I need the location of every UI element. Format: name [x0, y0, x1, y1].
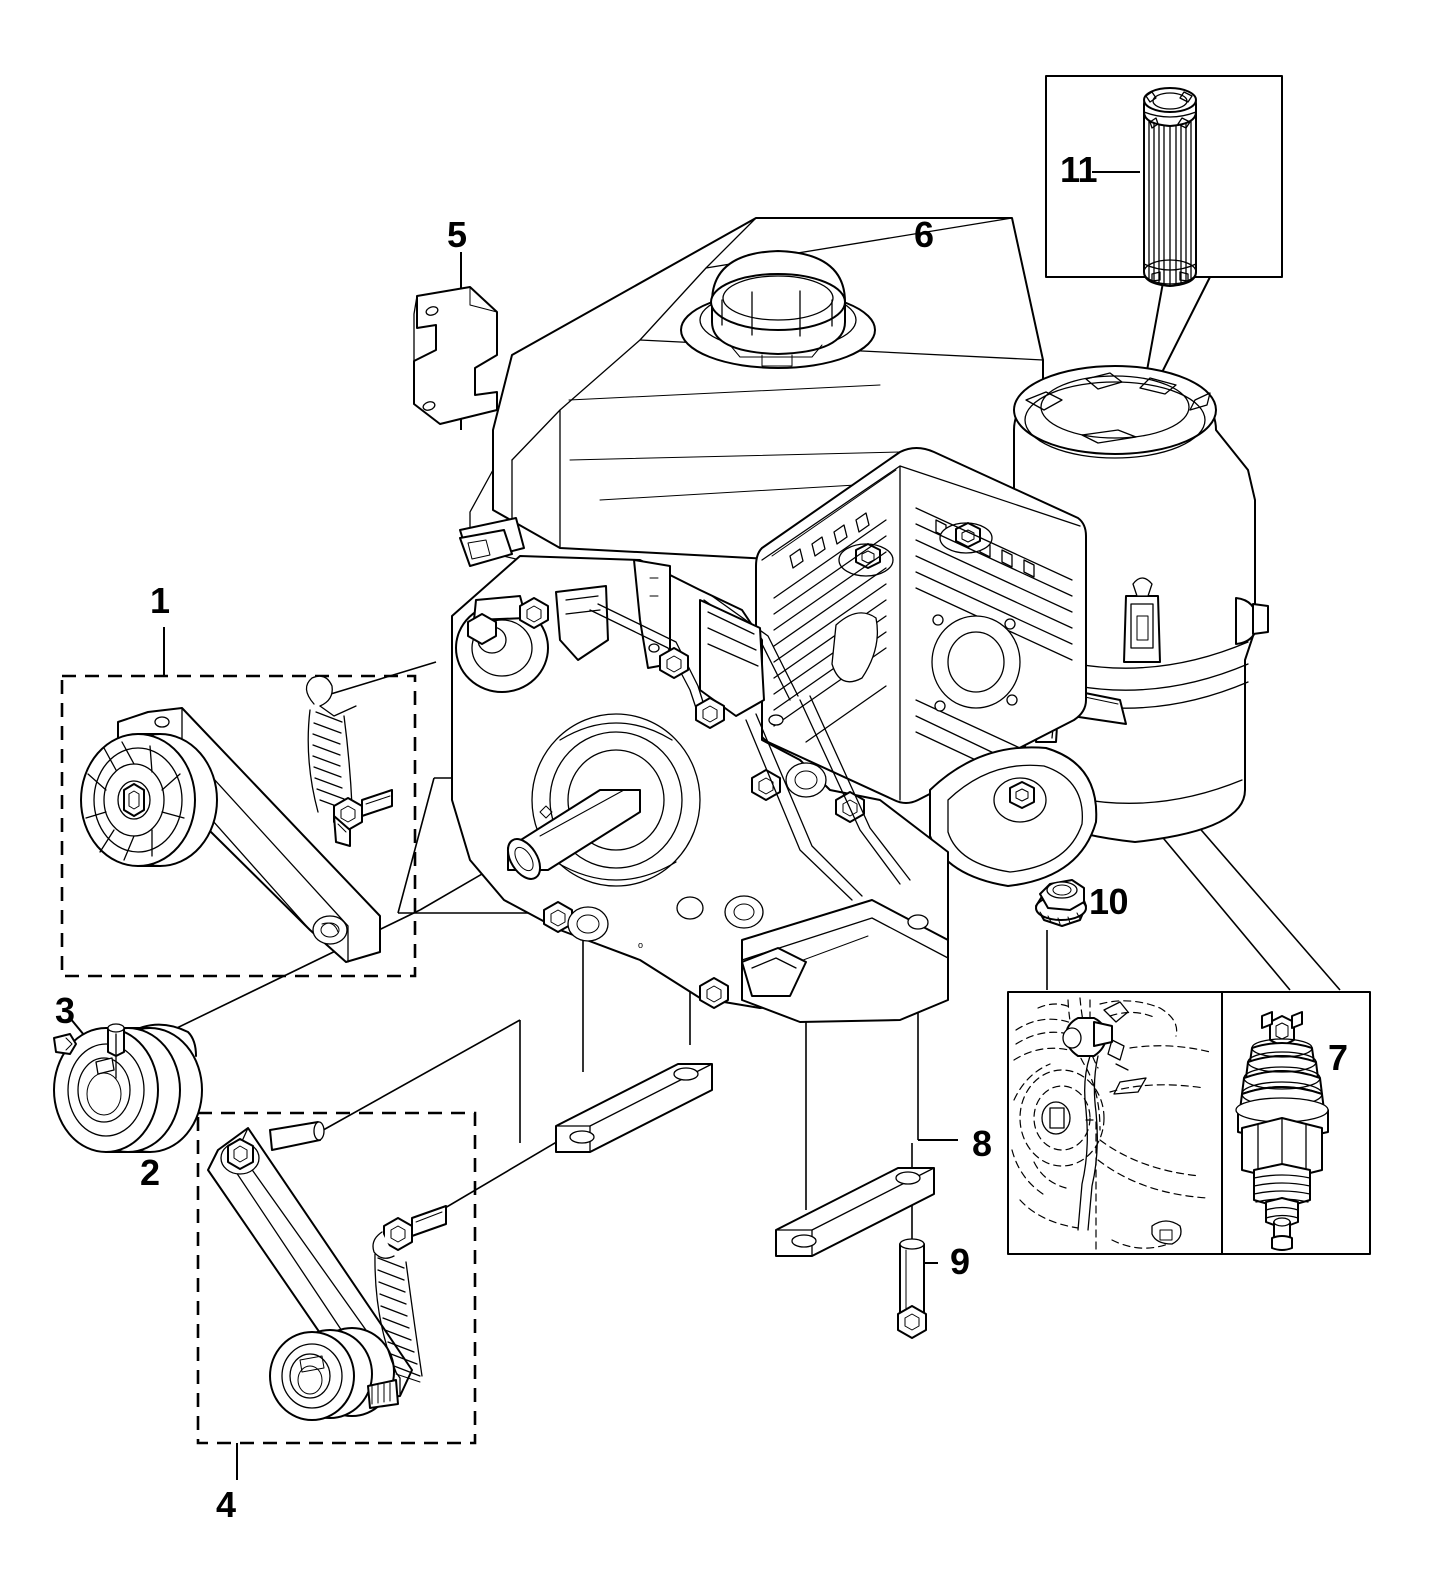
callout-number-7[interactable]: 7	[1328, 1037, 1348, 1078]
part-air-filter-cartridge	[1143, 87, 1197, 287]
callout-4-dashed-box	[196, 1111, 477, 1445]
part-flange-nut-10	[1035, 879, 1087, 927]
callout-number-2[interactable]: 2	[140, 1152, 160, 1193]
callout-number-3[interactable]: 3	[55, 990, 75, 1031]
callout-number-6[interactable]: 6	[914, 214, 934, 255]
callout-number-11[interactable]: 11	[1060, 149, 1098, 190]
part-output-shaft	[506, 789, 641, 880]
callout-number-1[interactable]: 1	[150, 580, 170, 621]
part-extension-spring-4	[372, 1205, 447, 1383]
callout-number-8[interactable]: 8	[972, 1123, 992, 1164]
part-pulley-key	[53, 1033, 77, 1055]
part-z-mounting-bracket	[413, 286, 498, 425]
callout-number-4[interactable]: 4	[216, 1484, 236, 1525]
part-extension-spring-1	[305, 675, 393, 847]
part-idler-pulley-assembly	[80, 675, 393, 963]
part-mounting-bar-left	[555, 1063, 713, 1153]
part-mounting-bar-right	[775, 1167, 935, 1257]
part-tensioner-arm-assembly	[207, 1121, 447, 1421]
part-spark-plug	[1235, 1011, 1329, 1251]
part-cylinder-head-cover	[755, 447, 1087, 804]
part-crankcase: o	[451, 529, 949, 1023]
spark-plug-location-inset-box	[1007, 991, 1223, 1255]
callout-number-10[interactable]: 10	[1089, 881, 1129, 922]
callout-number-9[interactable]: 9	[950, 1241, 970, 1282]
callout-number-5[interactable]: 5	[447, 214, 467, 255]
part-hex-bolt-9	[897, 1238, 927, 1339]
part-muffler-guard	[929, 746, 1098, 887]
part-drive-pulley	[53, 1023, 203, 1153]
callout-1-dashed-box	[60, 674, 417, 978]
spark-plug-location-inset-content	[1011, 997, 1211, 1253]
svg-text:o: o	[638, 940, 643, 950]
